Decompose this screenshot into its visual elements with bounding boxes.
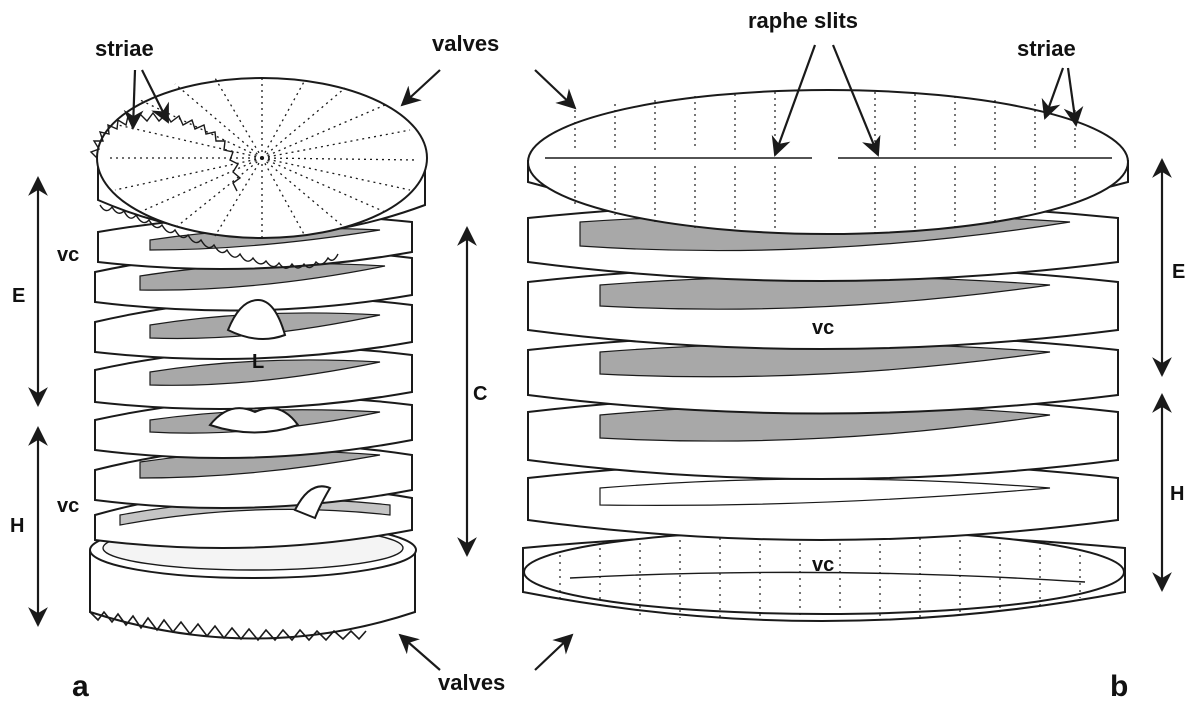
arrow-b-valves-bottom [535,635,572,670]
panel-label-a: a [72,672,89,702]
panel-label-b: b [1110,672,1128,702]
panel-b-top-valve [528,90,1128,234]
label-a-l: L [252,352,264,372]
panel-b-frustule [523,90,1128,621]
label-raphe-slits: raphe slits [748,10,858,32]
label-b-h: H [1170,484,1184,504]
label-a-vc-upper: vc [57,245,79,265]
panel-a-girdle-bands [95,215,412,548]
label-b-vc-upper: vc [812,318,834,338]
label-b-vc-lower: vc [812,555,834,575]
label-c: C [473,384,487,404]
label-a-h: H [10,516,24,536]
arrow-b-striae-1 [1045,68,1063,118]
arrow-b-valves-top [535,70,575,108]
arrow-a-valves-top [402,70,440,105]
label-a-vc-lower: vc [57,496,79,516]
panel-b-girdle-bands [528,203,1118,540]
arrow-a-valves-bottom [400,635,440,670]
label-valves-bottom: valves [438,672,505,694]
label-a-e: E [12,286,25,306]
arrow-b-striae-2 [1068,68,1076,125]
label-b-e: E [1172,262,1185,282]
label-b-striae: striae [1017,38,1076,60]
label-a-striae: striae [95,38,154,60]
label-a-valves-top: valves [432,33,499,55]
